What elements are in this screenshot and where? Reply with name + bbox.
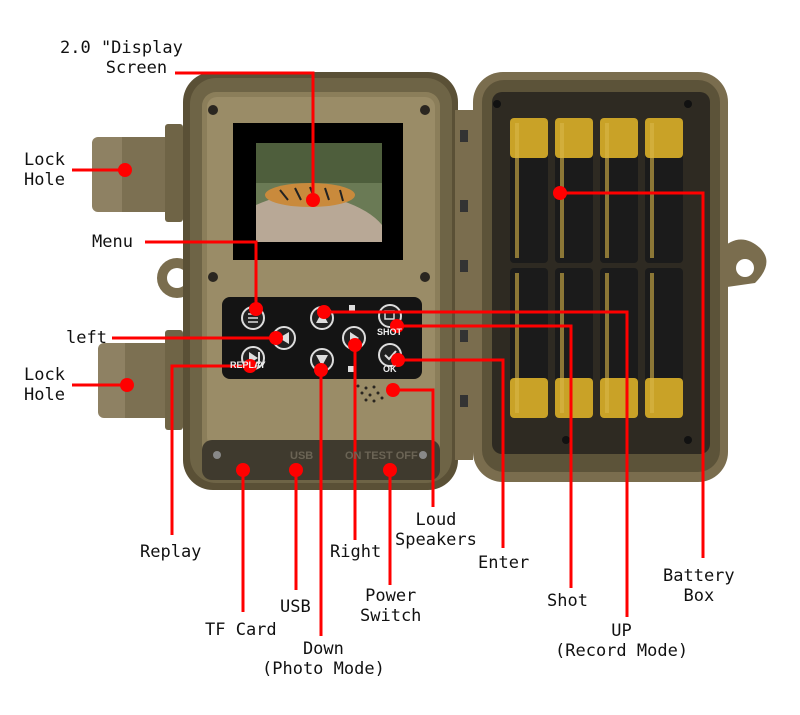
battery-cell (555, 268, 593, 418)
line-display (175, 71, 315, 200)
callout-shot: Shot (547, 591, 588, 611)
display-screen (233, 123, 403, 260)
line-shot (397, 324, 573, 588)
mount-ear-right (720, 239, 767, 288)
camera-icon (348, 366, 356, 372)
callout-down: Down(Photo Mode) (262, 639, 385, 679)
battery-cell (510, 118, 548, 263)
battery-cell (645, 268, 683, 418)
battery-cell (600, 268, 638, 418)
callout-left: left (66, 328, 107, 348)
video-icon (349, 305, 355, 313)
callout-menu: Menu (92, 232, 133, 252)
battery-cell (645, 118, 683, 263)
switch-label: ON TEST OFF (345, 450, 418, 462)
callout-lines (72, 71, 705, 636)
shot-key-label: SHOT (377, 327, 403, 337)
line-replay (170, 364, 250, 535)
callout-usb: USB (280, 597, 311, 617)
batteries (510, 118, 683, 418)
callout-replay: Replay (140, 542, 202, 562)
lock-tab-bottom (98, 330, 183, 430)
callout-tf-card: TF Card (205, 620, 277, 640)
callout-enter: Enter (478, 553, 530, 573)
hinge (455, 110, 473, 460)
usb-port-label: USB (290, 450, 314, 462)
battery-cell (510, 268, 548, 418)
ok-key-label: OK (383, 364, 397, 374)
line-up (324, 310, 629, 617)
callout-up: UP(Record Mode) (555, 621, 689, 661)
line-enter (398, 358, 505, 548)
keypad (222, 297, 422, 379)
line-battery (560, 191, 705, 558)
callout-right: Right (330, 542, 382, 562)
battery-cell (600, 118, 638, 263)
speaker-grille (356, 384, 384, 403)
replay-key-label: REPLAY (230, 360, 266, 370)
line-speakers (393, 388, 435, 507)
lock-tab-top (92, 124, 183, 222)
line-menu (145, 240, 258, 309)
callout-dots (118, 163, 567, 477)
